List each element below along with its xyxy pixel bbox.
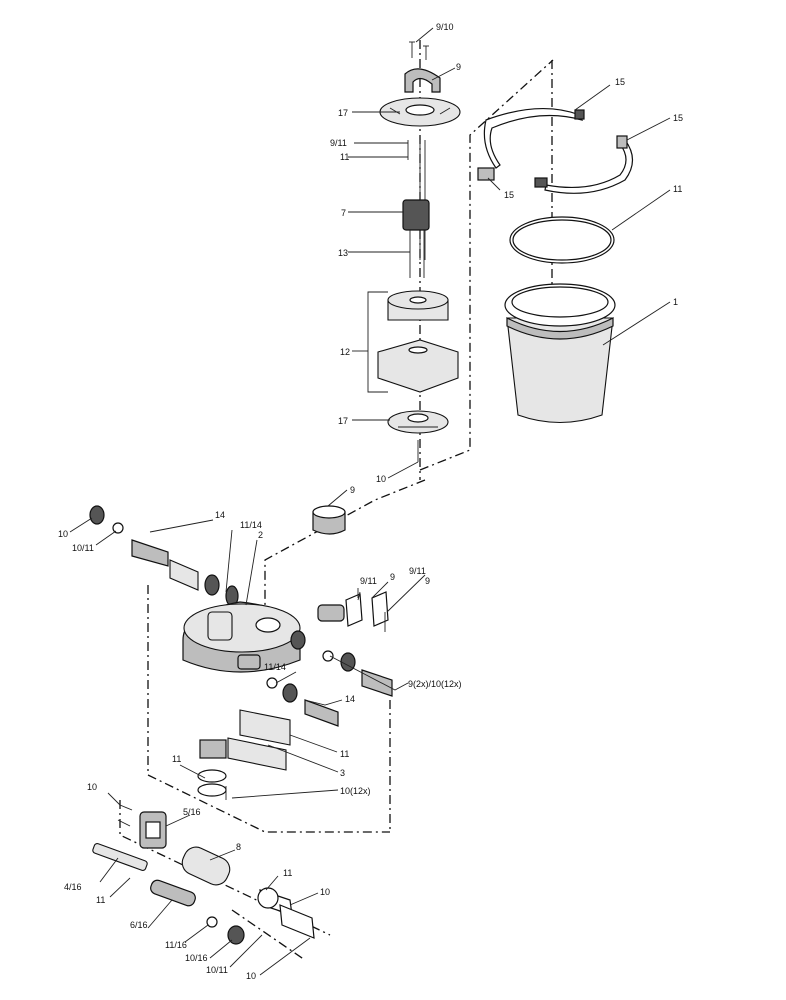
callout-label: 10/11 <box>72 543 94 553</box>
callout-label: 11/14 <box>240 520 262 530</box>
screws-part-10 <box>119 804 133 811</box>
callout-labels: 9/109179/111171312171015151511191010/111… <box>58 22 683 981</box>
o-ring-part-11-valve <box>197 769 227 783</box>
callout-label: 6/16 <box>130 920 148 930</box>
quartz-sleeve-part-8 <box>181 846 231 886</box>
callout-label: 17 <box>338 108 348 118</box>
callout-label: 9 <box>456 62 461 72</box>
top-column-parts <box>377 41 461 462</box>
nut-part-11-14 <box>204 574 220 596</box>
uvc-unit-assembly <box>92 804 315 945</box>
tube-part-6-16 <box>150 879 196 907</box>
callout-label: 4/16 <box>64 882 82 892</box>
clamp-latch-c <box>616 135 628 149</box>
callout-label: 10 <box>87 782 97 792</box>
callout-label: 9 <box>425 576 430 586</box>
clamp-part-15-c <box>477 167 495 181</box>
leader-lines <box>69 27 671 976</box>
callout-label: 10 <box>58 529 68 539</box>
callout-label: 15 <box>673 113 683 123</box>
callout-label: 14 <box>215 510 225 520</box>
callout-label: 9(2x)/10(12x) <box>408 679 462 689</box>
callout-label: 15 <box>615 77 625 87</box>
callout-label: 9 <box>390 572 395 582</box>
callout-label: 3 <box>340 768 345 778</box>
filter-foam-part-12 <box>377 290 459 393</box>
container-assembly <box>477 108 634 424</box>
callout-label: 11 <box>340 749 349 759</box>
callout-label: 11 <box>340 152 349 162</box>
bottom-plate-part-17 <box>387 410 449 434</box>
uvc-lamp-part-4-16 <box>92 843 148 871</box>
seal-part-11-16 <box>206 916 218 928</box>
screw-part-9-10 <box>409 41 429 60</box>
seal-part-10-11-left <box>112 522 124 534</box>
filter-container-part-1 <box>504 283 616 424</box>
callout-label: 9/11 <box>409 566 426 576</box>
callout-label: 10 <box>246 971 256 981</box>
valve-body-part-3 <box>199 709 291 771</box>
callout-label: 10/11 <box>206 965 228 975</box>
lamp-holder-part-5-16 <box>139 811 167 849</box>
lid-assembly <box>89 505 393 800</box>
callout-label: 14 <box>345 694 355 704</box>
hose-nozzle-part-14 <box>131 539 169 567</box>
callout-label: 11 <box>283 868 292 878</box>
callout-label: 11 <box>172 754 181 764</box>
lid-part-2 <box>182 601 306 673</box>
callout-label: 10(12x) <box>340 786 371 796</box>
callout-label: 17 <box>338 416 348 426</box>
clamp-band-part-15-a <box>483 108 584 169</box>
handle-part-9 <box>404 68 441 93</box>
callout-label: 8 <box>236 842 241 852</box>
callout-label: 9 <box>350 485 355 495</box>
callout-label: 10 <box>320 887 330 897</box>
callout-label: 9/11 <box>330 138 347 148</box>
callout-label: 12 <box>340 347 350 357</box>
callout-label: 9/10 <box>436 22 454 32</box>
callout-label: 11 <box>96 895 105 905</box>
outlet-nozzle-part-14 <box>266 677 339 727</box>
nut-part-10-left <box>89 505 105 525</box>
callout-label: 10/16 <box>185 953 208 963</box>
callout-label: 9/11 <box>360 576 377 586</box>
callout-label: 7 <box>341 208 346 218</box>
nut-part-10-16 <box>227 925 245 945</box>
callout-label: 11/16 <box>165 940 187 950</box>
callout-label: 13 <box>338 248 348 258</box>
callout-label: 1 <box>673 297 678 307</box>
clamp-latch-b <box>534 177 548 188</box>
callout-label: 11/14 <box>264 662 286 672</box>
valve-small-parts <box>317 588 389 632</box>
clamp-latch <box>574 109 585 120</box>
callout-label: 2 <box>258 530 263 540</box>
callout-label: 10 <box>376 474 386 484</box>
callout-label: 5/16 <box>183 807 201 817</box>
knob-part-9 <box>312 505 346 535</box>
o-ring-part-11-uvc <box>257 887 279 909</box>
callout-label: 11 <box>673 184 682 194</box>
uvc-lamp-part-7 <box>402 199 430 231</box>
callout-label: 15 <box>504 190 514 200</box>
